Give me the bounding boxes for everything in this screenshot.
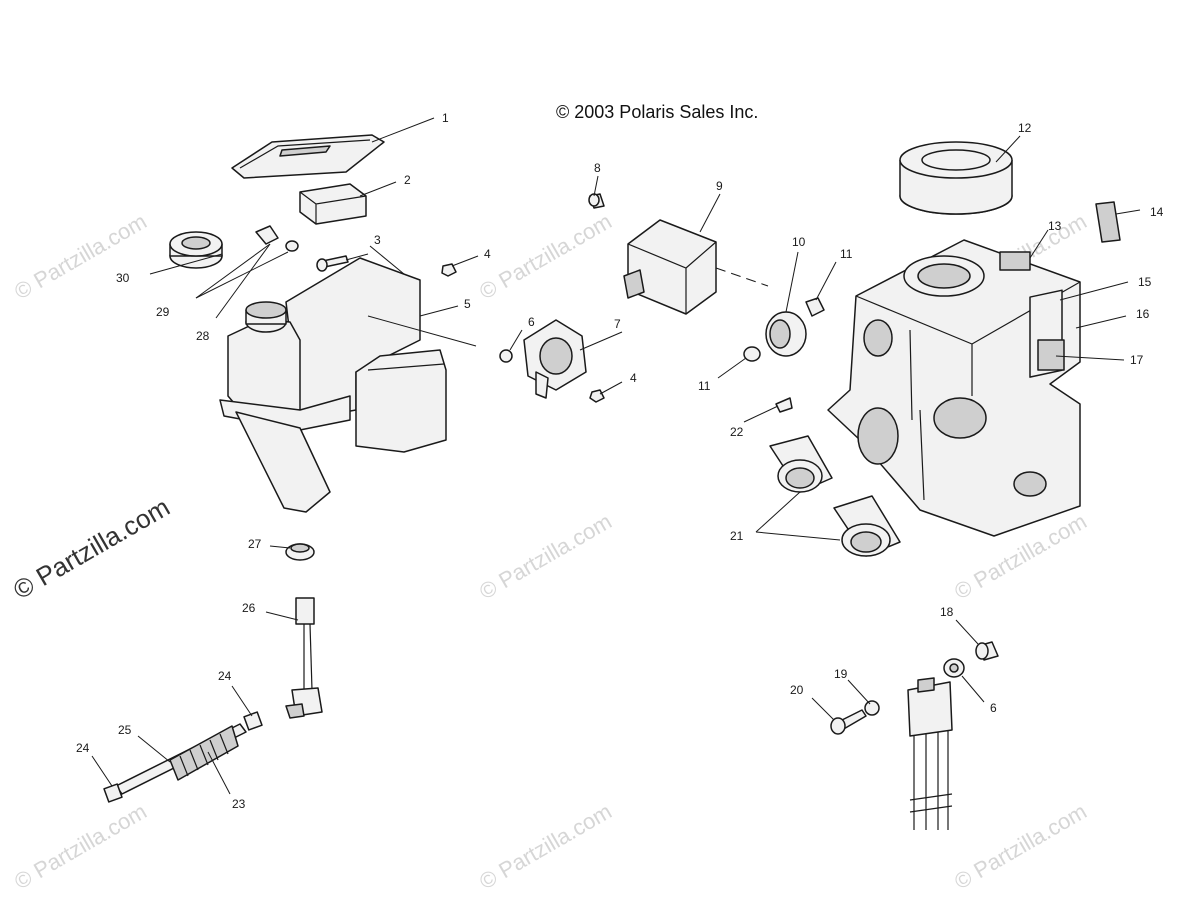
- copyright-notice: © 2003 Polaris Sales Inc.: [556, 102, 758, 122]
- bracket-assembly: [907, 677, 953, 830]
- callout-24: 24: [218, 669, 232, 683]
- callout-4: 4: [484, 247, 491, 261]
- part-6-spacer: [943, 658, 965, 678]
- watermark: © Partzilla.com: [475, 509, 616, 605]
- leader-lines: [91, 117, 1141, 795]
- callout-3: 3: [374, 233, 381, 247]
- airbox-housing: [827, 239, 1081, 537]
- part-9-module: [623, 219, 717, 315]
- part-11-nut: [805, 297, 825, 317]
- callout-19: 19: [834, 667, 848, 681]
- callout-9: 9: [716, 179, 723, 193]
- callout-6: 6: [990, 701, 997, 715]
- part-14-latch: [1095, 201, 1121, 243]
- callout-2: 2: [404, 173, 411, 187]
- callout-1: 1: [442, 111, 449, 125]
- part-21-boot-b: [833, 495, 901, 557]
- callout-30: 30: [116, 271, 130, 285]
- callout-8: 8: [594, 161, 601, 175]
- callout-11: 11: [698, 379, 711, 393]
- watermark: © Partzilla.com: [950, 799, 1091, 895]
- callout-5: 5: [464, 297, 471, 311]
- callout-13: 13: [1048, 219, 1062, 233]
- callout-24: 24: [76, 741, 90, 755]
- part-20-bolt: [830, 709, 867, 735]
- callout-17: 17: [1130, 353, 1144, 367]
- callout-18: 18: [940, 605, 954, 619]
- callout-7: 7: [614, 317, 621, 331]
- part-13-decal: [999, 251, 1031, 271]
- part-23-spring: [169, 725, 239, 781]
- watermark: © Partzilla.com: [475, 209, 616, 305]
- callout-12: 12: [1018, 121, 1032, 135]
- callout-28: 28: [196, 329, 210, 343]
- part-3-screw: [316, 255, 349, 272]
- watermark-large: © Partzilla.com: [8, 492, 175, 606]
- callout-23: 23: [232, 797, 246, 811]
- callout-27: 27: [248, 537, 262, 551]
- callout-4: 4: [630, 371, 637, 385]
- part-17-decal: [1037, 339, 1065, 371]
- callout-26: 26: [242, 601, 256, 615]
- part-18-bolt: [975, 641, 999, 661]
- part-11-spacer: [743, 346, 761, 362]
- part-29-bolt: [255, 225, 279, 245]
- part-2-block: [299, 183, 367, 225]
- callout-15: 15: [1138, 275, 1152, 289]
- dashed-guide: [715, 267, 769, 287]
- part-8-bolt: [588, 193, 605, 209]
- part-6-washer: [499, 349, 513, 363]
- callout-22: 22: [730, 425, 744, 439]
- part-27-grommet: [285, 543, 315, 561]
- callout-29: 29: [156, 305, 170, 319]
- callout-16: 16: [1136, 307, 1150, 321]
- part-21-boot-a: [769, 435, 833, 493]
- callout-6: 6: [528, 315, 535, 329]
- part-5-tank: [219, 257, 447, 513]
- callout-labels: 1 2 3 4 5 30 29 28 27 26 24 25 24 23 8 9…: [76, 111, 1164, 811]
- part-4-nut: [441, 263, 457, 277]
- part-19-washer: [864, 700, 880, 716]
- part-4-nut-lower: [589, 389, 605, 403]
- callout-14: 14: [1150, 205, 1164, 219]
- part-22-clip: [775, 397, 793, 413]
- callout-25: 25: [118, 723, 132, 737]
- watermark: © Partzilla.com: [10, 799, 151, 895]
- callout-21: 21: [730, 529, 744, 543]
- watermark: © Partzilla.com: [475, 799, 616, 895]
- part-24-clamp-b: [103, 783, 123, 803]
- part-30-cap: [169, 231, 223, 269]
- callout-10: 10: [792, 235, 806, 249]
- callout-11: 11: [840, 247, 853, 261]
- part-24-clamp-a: [243, 711, 263, 731]
- part-1-cover: [231, 134, 385, 179]
- part-12-filter-ring: [899, 141, 1013, 215]
- part-28-washer: [285, 240, 299, 252]
- part-26-sensor: [285, 597, 323, 719]
- part-7-throttle-body: [523, 319, 587, 399]
- watermark: © Partzilla.com: [10, 209, 151, 305]
- callout-20: 20: [790, 683, 804, 697]
- part-10-ring: [765, 311, 807, 357]
